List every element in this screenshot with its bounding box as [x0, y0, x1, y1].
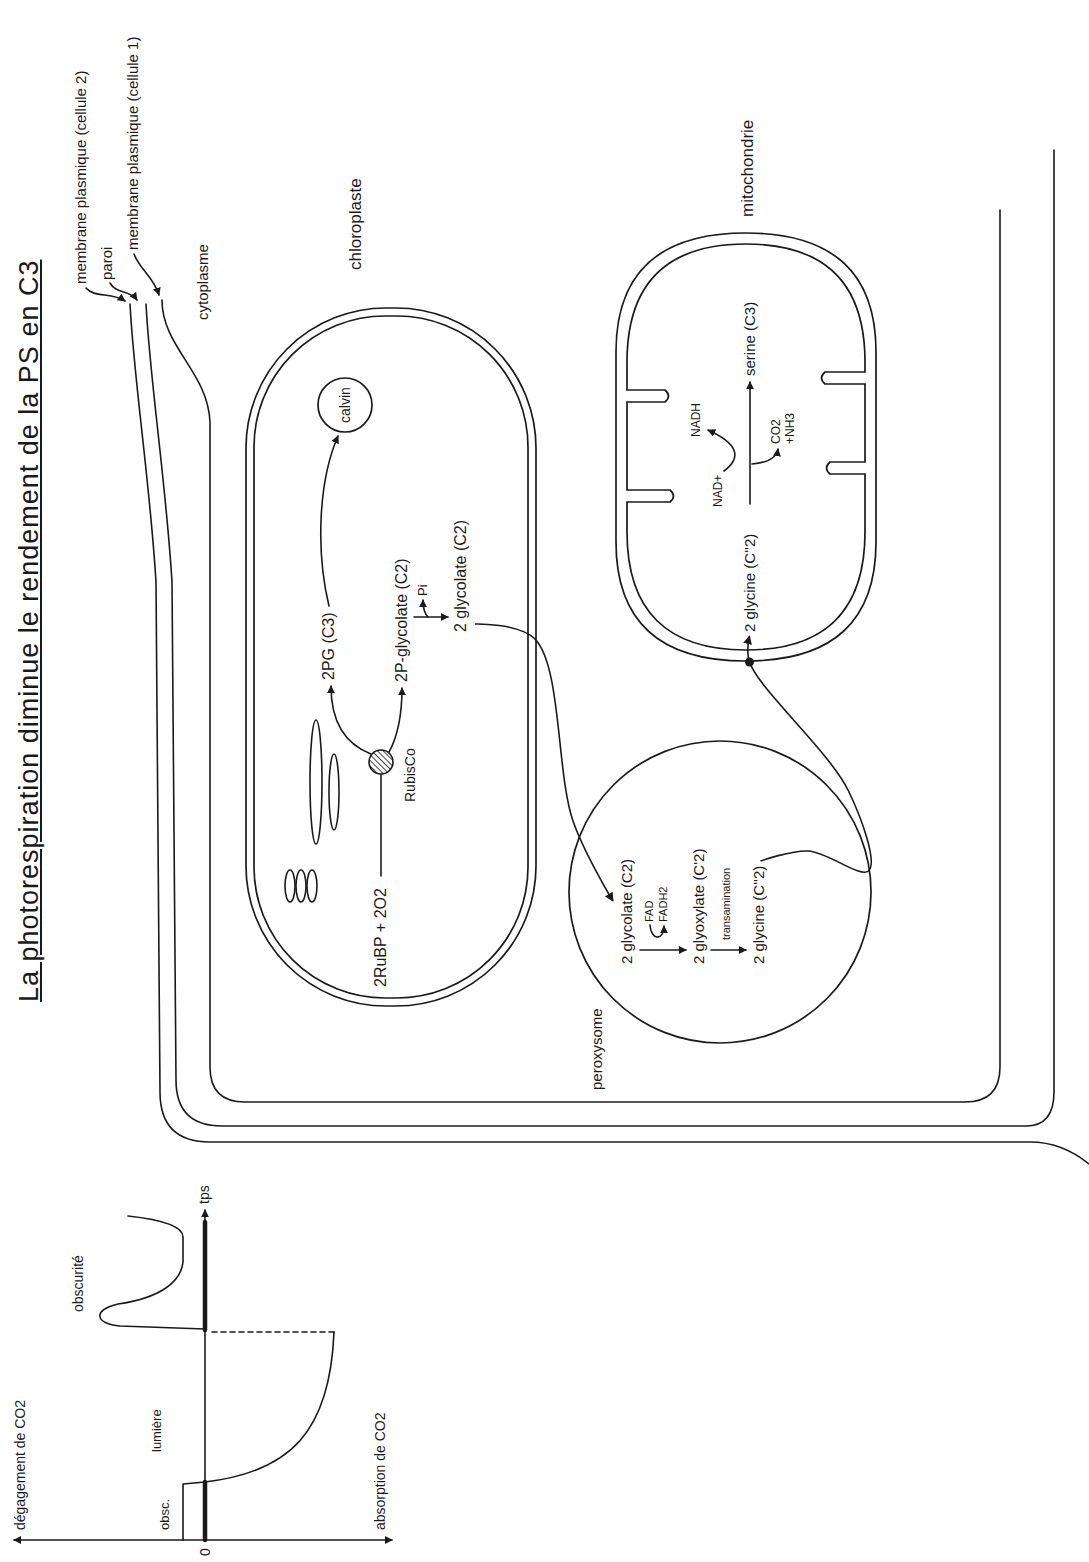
period-label: obsc.: [158, 1499, 173, 1530]
connector-arrow: [475, 624, 613, 901]
period-label: lumière: [150, 1409, 165, 1452]
stroma-lamella: [329, 754, 339, 830]
granum-thylakoid: [307, 870, 317, 902]
outline-group: [318, 378, 372, 432]
dark-period-bar: [203, 1222, 208, 1330]
granum-thylakoid: [285, 870, 295, 902]
co2-burst-curve: [100, 1216, 205, 1329]
reaction-label: transamination: [720, 868, 733, 940]
leader-arrow: [110, 283, 137, 300]
cofactor-label: FAD: [643, 901, 656, 922]
release-arrow: [752, 449, 778, 464]
outer-membrane: [616, 233, 876, 661]
molecule-label: 2PG (C3): [320, 612, 338, 680]
molecule-label: Pi: [416, 584, 431, 596]
reaction-arrow: [321, 436, 338, 606]
period-label: obscurité: [70, 1255, 86, 1312]
outline-group: [616, 233, 876, 661]
molecule-label: 2RuBP + 2O2: [372, 888, 390, 987]
molecule-label: serine (C3): [741, 302, 758, 376]
reaction-line: [380, 775, 382, 876]
structure-label: paroi: [98, 247, 115, 280]
structure-label: membrane plasmique (cellule 2): [72, 71, 89, 284]
reaction-arrow: [331, 686, 371, 754]
structure-label: membrane plasmique (cellule 1): [124, 37, 141, 250]
leader-arrow: [134, 254, 159, 295]
axis-label: tps: [196, 1185, 212, 1204]
reaction-arrow: [640, 949, 686, 951]
dark-period-bar: [203, 1482, 208, 1540]
organelle-name: peroxysome: [588, 1008, 605, 1090]
axis-label: absorption de CO2: [372, 1412, 388, 1530]
molecule-label: 2 glycine (C''2): [741, 534, 758, 632]
drawing: [14, 150, 1089, 1540]
enzyme-label: RubisCo: [402, 748, 418, 802]
outer-envelope: [246, 308, 536, 1006]
molecule-label: 2 glyoxylate (C'2): [690, 849, 707, 964]
chloroplast-outline: [245, 307, 537, 1007]
molecule-label: 2 glycine (C''2): [750, 866, 767, 964]
cycle-label: calvin: [337, 387, 353, 423]
circle-outline: [318, 378, 372, 432]
mitochondrion: mitochondrie2 glycine (C''2)NAD+NADHCO2 …: [615, 232, 877, 662]
organelle-name: chloroplaste: [346, 178, 366, 270]
reaction-arrow: [389, 688, 402, 752]
cofactor-label: FADH2: [657, 887, 670, 922]
axis-origin: 0: [197, 1548, 213, 1556]
outline-group: [569, 741, 871, 1043]
structure-label: cytoplasme: [194, 244, 211, 320]
reaction-arrow: [711, 949, 746, 951]
plasma-membrane-cell-1: [162, 210, 1000, 1102]
molecule-label: 2P-glycolate (C2): [393, 558, 411, 682]
cofactor-label: NADH: [690, 403, 704, 437]
outline-group: [246, 308, 536, 1006]
product-label: CO2 +NH3: [770, 413, 798, 444]
molecule-label: 2 glycolate (C2): [452, 520, 470, 632]
peroxisome: peroxysome2 glycolate (C2)FADFADH22 glyo…: [568, 740, 872, 1044]
stroma-lamella: [310, 720, 322, 844]
plasma-membrane-cell-2: [130, 304, 1089, 1164]
release-arrow: [423, 600, 428, 617]
time-axis: [204, 1210, 206, 1540]
title: La photorespiration diminue le rendement…: [14, 260, 45, 1002]
chloroplast: chloroplaste2RuBP + 2O2RubisCo2PG (C3)2P…: [245, 307, 537, 1007]
dashed-line: [209, 1331, 334, 1333]
axis-label: dégagement de CO2: [12, 1400, 28, 1530]
inner-membrane-cristae: [627, 244, 865, 650]
organelle-name: mitochondrie: [738, 120, 758, 217]
cofactor-arrow: [708, 430, 735, 471]
cofactor-label: NAD+: [712, 475, 726, 507]
membrane-transporter-dot: [745, 658, 754, 667]
cell-wall: [146, 150, 1054, 1126]
granum-thylakoid: [296, 870, 306, 902]
reaction-arrow: [749, 382, 751, 504]
reaction-arrow: [414, 616, 448, 618]
connector-arrow: [748, 636, 871, 872]
co2-exchange-curve: [183, 1332, 334, 1540]
inner-envelope: [254, 316, 528, 998]
rubisco-symbol: [369, 750, 393, 774]
circle-outline: [569, 741, 871, 1043]
molecule-label: 2 glycolate (C2): [618, 859, 635, 964]
cofactor-arrow: [650, 925, 664, 937]
calvin-cycle-circle: calvin: [317, 377, 373, 433]
